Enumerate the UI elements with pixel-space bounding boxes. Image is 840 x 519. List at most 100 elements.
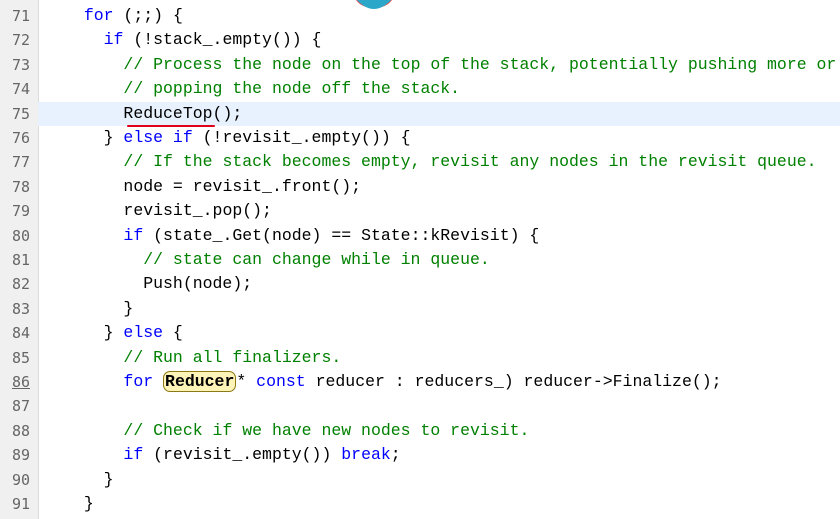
code-token: (revisit_.empty())	[143, 445, 342, 465]
indent	[64, 226, 123, 245]
indent	[64, 421, 123, 440]
code-token: (;;) {	[113, 6, 183, 25]
comment-token: // popping the node off the stack.	[123, 79, 461, 99]
indent	[64, 30, 104, 49]
code-line[interactable]: 81 // state can change while in queue.	[12, 248, 840, 272]
indent	[64, 177, 123, 196]
code-line[interactable]: 89 if (revisit_.empty()) break;	[12, 443, 840, 467]
code-text: } else {	[64, 321, 183, 345]
line-number: 85	[11, 348, 30, 367]
indent	[64, 79, 123, 98]
code-text: // popping the node off the stack.	[64, 77, 460, 101]
comment-token: // Check if we have new nodes to revisit…	[123, 420, 530, 440]
line-number: 89	[11, 446, 30, 465]
code-token: }	[103, 469, 114, 489]
code-token: ;	[390, 445, 401, 465]
code-text: revisit_.pop();	[64, 199, 272, 223]
keyword-token: break	[341, 445, 391, 465]
indent	[64, 445, 123, 464]
indent	[64, 299, 123, 318]
code-text: if (!stack_.empty()) {	[64, 28, 322, 52]
code-line[interactable]: 75 ReduceTop();	[12, 101, 840, 126]
line-number: 82	[11, 275, 30, 294]
keyword-token: else if	[123, 128, 193, 147]
code-line[interactable]: 77 // If the stack becomes empty, revisi…	[12, 150, 840, 174]
code-token	[153, 372, 163, 391]
code-line[interactable]: 86 for Reducer* const reducer : reducers…	[12, 370, 840, 394]
code-line[interactable]: 73 // Process the node on the top of the…	[12, 53, 840, 77]
line-number: 71	[11, 7, 30, 25]
line-number: 91	[11, 495, 30, 513]
code-area[interactable]: 71 for (;;) {72 if (!stack_.empty()) {73…	[12, 0, 840, 519]
indent	[64, 104, 123, 123]
code-text: ReduceTop();	[64, 102, 242, 126]
code-text: } else if (!revisit_.empty()) {	[64, 126, 411, 150]
line-number-gutter	[0, 0, 39, 519]
code-line[interactable]: 91 }	[12, 492, 840, 516]
line-number: 84	[11, 324, 30, 343]
code-text: }	[64, 468, 114, 492]
code-text: if (revisit_.empty()) break;	[64, 443, 401, 467]
code-line[interactable]: 90 }	[12, 468, 840, 492]
line-number: 74	[11, 80, 30, 99]
code-text: for (;;) {	[64, 4, 183, 28]
error-squiggle	[127, 125, 215, 127]
bowl-logo-icon	[356, 0, 392, 9]
code-text: }	[64, 297, 133, 321]
line-number: 75	[11, 104, 30, 123]
line-number: 83	[11, 299, 30, 318]
code-line[interactable]: 80 if (state_.Get(node) == State::kRevis…	[12, 224, 840, 248]
line-number: 76	[11, 129, 30, 147]
code-token: }	[103, 128, 124, 147]
code-line[interactable]: 76 } else if (!revisit_.empty()) {	[12, 126, 840, 150]
indent	[64, 201, 123, 220]
keyword-token: const	[256, 372, 306, 391]
indent	[64, 128, 104, 147]
code-token: }	[123, 298, 134, 318]
keyword-token: for	[123, 372, 154, 391]
code-line[interactable]: 72 if (!stack_.empty()) {	[12, 28, 840, 52]
code-line[interactable]: 88 // Check if we have new nodes to revi…	[12, 419, 840, 443]
line-number: 78	[11, 177, 30, 196]
code-line[interactable]: 74 // popping the node off the stack.	[12, 77, 840, 101]
line-number: 77	[11, 153, 30, 172]
line-number: 72	[11, 31, 30, 50]
code-line[interactable]: 71 for (;;) {	[12, 4, 840, 28]
line-number: 87	[11, 397, 30, 416]
line-number: 88	[11, 421, 30, 440]
code-text: }	[64, 492, 94, 516]
code-text: for Reducer* const reducer : reducers_) …	[64, 370, 722, 394]
code-text: // Check if we have new nodes to revisit…	[64, 419, 529, 443]
code-token: reducer : reducers_) reducer->Finalize()…	[305, 372, 722, 391]
code-line[interactable]: 78 node = revisit_.front();	[12, 175, 840, 199]
code-text: if (state_.Get(node) == State::kRevisit)…	[64, 224, 539, 248]
code-token: node = revisit_.front();	[123, 176, 362, 196]
indent	[64, 323, 104, 342]
code-line[interactable]: 79 revisit_.pop();	[12, 199, 840, 223]
code-line[interactable]: 83 }	[12, 297, 840, 321]
indent	[64, 348, 123, 367]
code-line[interactable]: 87	[12, 394, 840, 418]
code-token: revisit_.pop();	[123, 201, 272, 221]
line-number: 73	[11, 55, 30, 74]
code-line[interactable]: 84 } else {	[12, 321, 840, 345]
indent	[64, 494, 84, 513]
indent	[64, 470, 104, 489]
code-text: node = revisit_.front();	[64, 175, 361, 199]
code-token: }	[103, 323, 124, 343]
code-text: // state can change while in queue.	[64, 248, 490, 272]
line-number: 90	[11, 470, 30, 489]
code-line[interactable]: 85 // Run all finalizers.	[12, 346, 840, 370]
line-number: 81	[11, 251, 30, 269]
indent	[64, 152, 123, 171]
line-number: 80	[11, 226, 30, 245]
keyword-token: if	[123, 445, 144, 465]
comment-token: // Run all finalizers.	[123, 347, 342, 367]
line-number: 86	[11, 373, 30, 391]
code-token: Push(node);	[143, 274, 253, 294]
comment-token: // state can change while in queue.	[143, 250, 490, 269]
code-text: Push(node);	[64, 272, 252, 296]
code-line[interactable]: 82 Push(node);	[12, 272, 840, 296]
code-token: *	[236, 372, 257, 391]
